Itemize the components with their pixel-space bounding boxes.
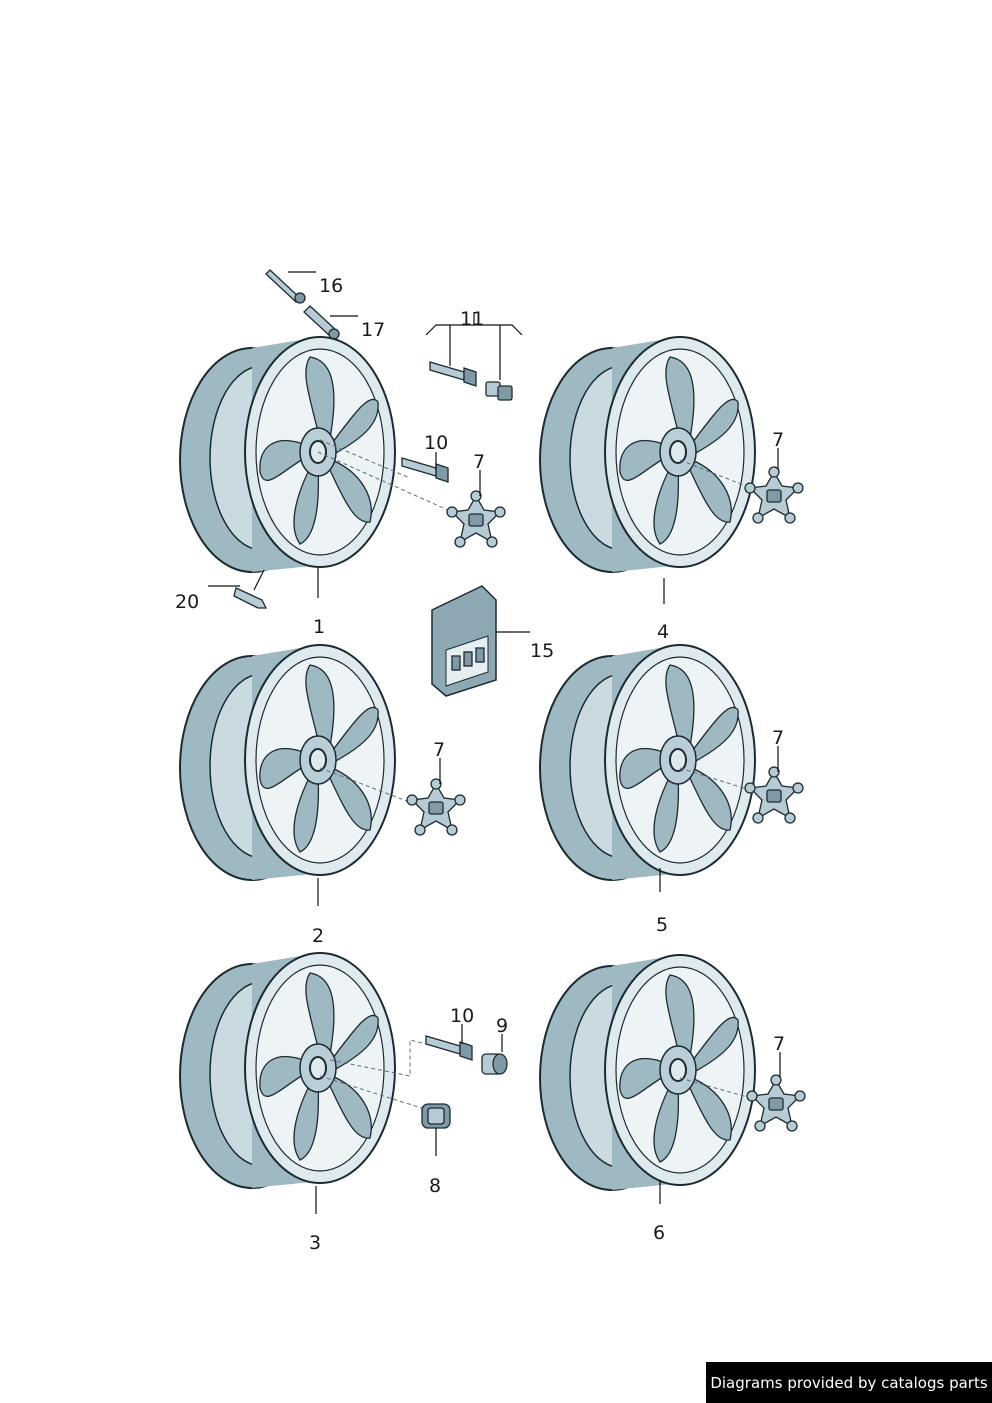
wheel-6-part bbox=[539, 954, 756, 1191]
lock-bolt-kit-15-part bbox=[431, 585, 497, 697]
footer-credit: Diagrams provided by catalogs parts bbox=[706, 1362, 992, 1403]
callout-2: 2 bbox=[312, 925, 324, 947]
bolt-11a-part bbox=[429, 361, 477, 387]
callout-20: 20 bbox=[175, 591, 199, 613]
valve-16-part bbox=[265, 269, 306, 304]
callout-16: 16 bbox=[319, 275, 343, 297]
callout-3: 3 bbox=[309, 1232, 321, 1254]
callout-6: 6 bbox=[653, 1222, 665, 1244]
callout-7d: 7 bbox=[772, 727, 784, 749]
callout-7e: 7 bbox=[773, 1033, 785, 1055]
cap-7a-part bbox=[446, 490, 506, 548]
bolt-10a-part bbox=[401, 457, 449, 483]
bolt-10b-part bbox=[425, 1035, 473, 1061]
wheel-parts-diagram: 16 17 11 10 7 1 20 7 4 bbox=[175, 269, 806, 1254]
callout-8: 8 bbox=[429, 1175, 441, 1197]
callout-9: 9 bbox=[496, 1015, 508, 1037]
callout-11: 11 bbox=[460, 308, 484, 330]
callout-17: 17 bbox=[361, 319, 385, 341]
wheel-3-part bbox=[179, 952, 396, 1189]
nut-11b-part bbox=[485, 381, 513, 401]
callout-7c: 7 bbox=[433, 739, 445, 761]
callout-1: 1 bbox=[313, 616, 325, 638]
callout-7a: 7 bbox=[473, 451, 485, 473]
callout-4: 4 bbox=[657, 621, 669, 643]
footer-text: Diagrams provided by catalogs parts bbox=[710, 1373, 988, 1392]
callout-10a: 10 bbox=[424, 432, 448, 454]
wheel-4-part bbox=[539, 336, 756, 573]
callout-15: 15 bbox=[530, 640, 554, 662]
callout-5: 5 bbox=[656, 914, 668, 936]
weight-20-part bbox=[233, 587, 268, 609]
cap-7e-part bbox=[746, 1074, 806, 1132]
wheel-1-part bbox=[179, 336, 396, 573]
hub-cap-8-part bbox=[421, 1103, 451, 1129]
callout-7b: 7 bbox=[772, 429, 784, 451]
wheel-5-part bbox=[539, 644, 756, 881]
valve-17-part bbox=[303, 305, 340, 340]
callout-10b: 10 bbox=[450, 1005, 474, 1027]
wheel-2-part bbox=[179, 644, 396, 881]
cap-7c-part bbox=[406, 778, 466, 836]
cap-9-part bbox=[481, 1053, 508, 1075]
